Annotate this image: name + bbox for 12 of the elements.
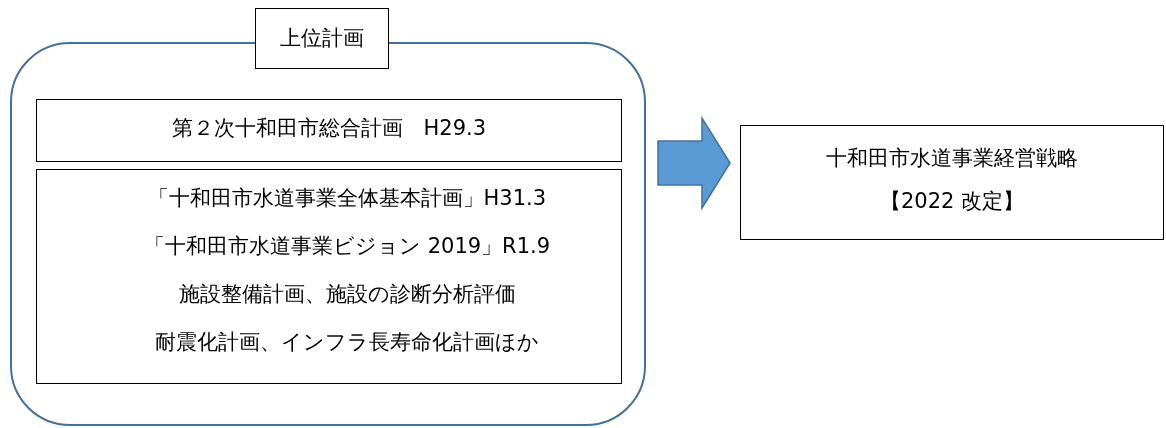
plan-text: 「十和田市水道事業ビジョン 2019」R1.9	[144, 234, 551, 260]
plan-text: 第２次十和田市総合計画 H29.3	[171, 116, 487, 142]
plan-box	[36, 169, 622, 384]
plan-text: 施設整備計画、施設の診断分析評価	[178, 282, 516, 308]
plan-text: 十和田市水道事業経営戦略	[826, 146, 1078, 172]
plan-box	[36, 99, 622, 162]
plan-text: 【2022 改定】	[880, 189, 1025, 215]
plan-text: 「十和田市水道事業全体基本計画」H31.3	[147, 186, 547, 212]
block-arrow	[657, 115, 731, 211]
heading-tab: 上位計画	[255, 8, 389, 70]
plan-box	[740, 125, 1164, 240]
plan-text: 耐震化計画、インフラ長寿命化計画ほか	[155, 330, 539, 356]
